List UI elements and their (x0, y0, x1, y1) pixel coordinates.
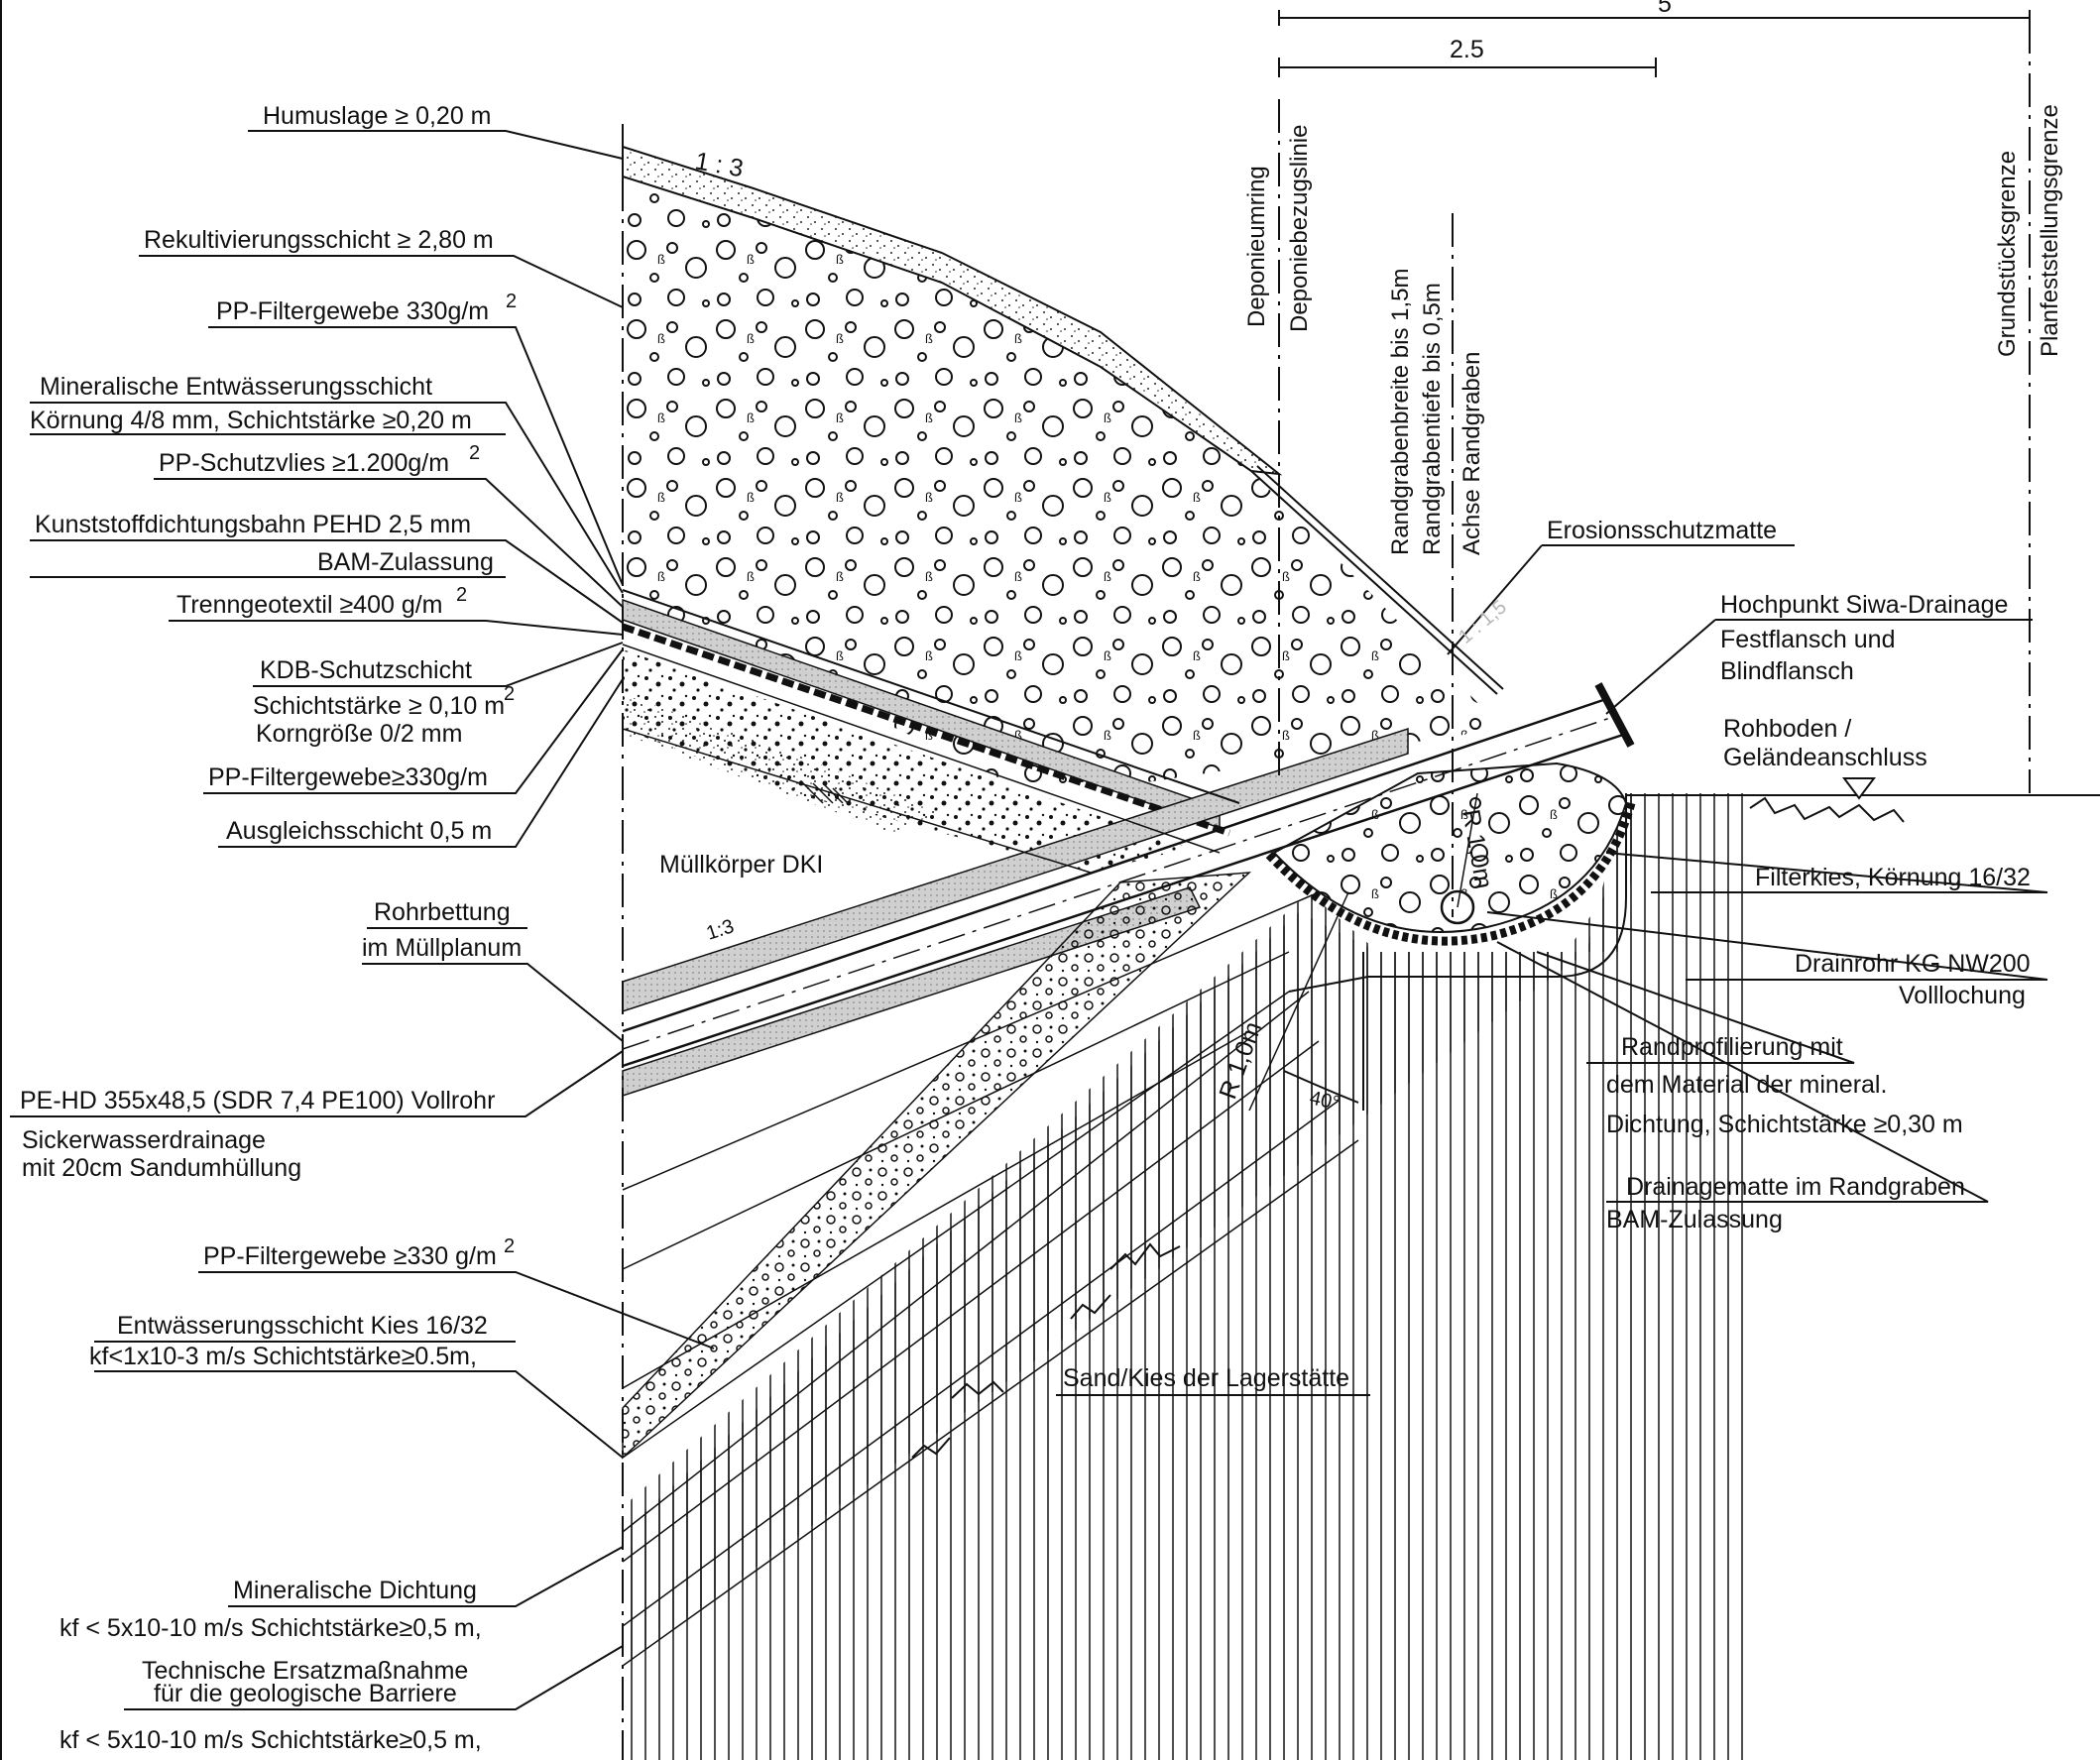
label-grundstuecksgrenze: Grundstücksgrenze (1994, 151, 2021, 357)
label-drainrohr-2: Volllochung (1899, 982, 2026, 1009)
label-rohboden-1: Rohboden / (1723, 715, 1851, 743)
right-label-column: Erosionsschutzmatte Hochpunkt Siwa-Drain… (1547, 517, 2031, 1233)
label-rohrbettung-2: im Müllplanum (362, 934, 522, 962)
label-sicker-2: mit 20cm Sandumhüllung (22, 1154, 301, 1182)
ground-level-marker-icon (1842, 777, 1876, 800)
label-pp-filtergewebe-1-sup: 2 (506, 291, 517, 312)
label-randprofilierung-3: Dichtung, Schichtstärke ≥0,30 m (1606, 1111, 1963, 1138)
trench-drainage-mat (1265, 801, 1636, 946)
label-pp-filtergewebe-3: PP-Filtergewebe ≥330 g/m (203, 1242, 497, 1270)
siwa-pipe-bottom (622, 732, 1627, 1068)
label-festflansch-1: Festflansch und (1720, 626, 1896, 653)
root-marks (911, 796, 1905, 1459)
label-hochpunkt: Hochpunkt Siwa-Drainage (1720, 591, 2008, 619)
dimension-lines (1248, 10, 2031, 1112)
label-humuslage: Humuslage ≥ 0,20 m (263, 102, 492, 130)
label-trenngeotextil: Trenngeotextil ≥400 g/m (176, 591, 443, 619)
label-pp-schutzvlies-sup: 2 (469, 442, 480, 464)
label-trenngeotextil-sup: 2 (456, 584, 467, 606)
reference-lines (622, 20, 2031, 1760)
label-festflansch-2: Blindflansch (1720, 657, 1854, 685)
label-kdb-schutz-2-sup: 2 (504, 683, 515, 705)
dim-2-5: 2.5 (1450, 36, 1484, 63)
label-entwaesserung-kies-2: kf<1x10-3 m/s Schichtstärke≥0.5m, (89, 1343, 477, 1370)
label-muellkoerper: Müllkörper DKI (659, 851, 823, 879)
label-rohrbettung-1: Rohrbettung (374, 898, 511, 926)
label-kdb-2: BAM-Zulassung (317, 548, 494, 576)
label-pp-filtergewebe-2: PP-Filtergewebe≥330g/m (208, 763, 488, 791)
strata-layers (621, 145, 1755, 1760)
label-drainagematte-1: Drainagematte im Randgraben (1626, 1173, 1965, 1201)
label-tech-1: Technische Ersatzmaßnahme (142, 1657, 468, 1685)
label-drainrohr-1: Drainrohr KG NW200 (1795, 950, 2031, 978)
label-pehd: PE-HD 355x48,5 (SDR 7,4 PE100) Vollrohr (20, 1087, 495, 1115)
label-kdb-schutz-1: KDB-Schutzschicht (260, 656, 472, 684)
label-planfeststellungsgrenze: Planfeststellungsgrenze (2037, 104, 2063, 357)
label-kdb-schutz-2: Schichtstärke ≥ 0,10 m (253, 692, 505, 720)
vertical-label-group: Deponieumring Deponiebezugslinie Randgra… (1243, 104, 2063, 555)
label-kdb-schutz-3: Korngröße 0/2 mm (256, 720, 462, 748)
siwa-pipe-axis (622, 715, 1617, 1050)
label-slope-pipe: 1:3 (704, 915, 737, 945)
label-tech-2: für die geologische Barriere (154, 1680, 457, 1707)
recultivation-layer (623, 176, 1503, 798)
label-mineral-dichtung-2: kf < 5x10-10 m/s Schichtstärke≥0,5 m, (59, 1614, 482, 1642)
label-randgrabenbreite: Randgrabenbreite bis 1,5m (1387, 268, 1414, 555)
leveling-layer (623, 649, 1190, 873)
label-randprofilierung-2: dem Material der mineral. (1606, 1071, 1887, 1099)
liner-pehd (621, 623, 1231, 837)
label-drainagematte-2: BAM-Zulassung (1606, 1206, 1783, 1233)
dim-5: 5 (1658, 0, 1672, 18)
label-rohboden-2: Geländeanschluss (1723, 744, 1927, 771)
label-slope-side: 1 : 1,5 (1455, 596, 1511, 648)
left-label-column: Humuslage ≥ 0,20 m Rekultivierungsschich… (20, 102, 522, 1754)
kdb-protection-layer (623, 694, 942, 833)
dimension-labels: 5 2.5 (1450, 0, 1672, 63)
label-sicker-1: Sickerwasserdrainage (22, 1126, 266, 1154)
label-tech-3: kf < 5x10-10 m/s Schichtstärke≥0,5 m, (59, 1726, 482, 1754)
mineral-sealing-main (623, 793, 1755, 1760)
label-ausgleich: Ausgleichsschicht 0,5 m (226, 817, 492, 845)
label-erosionsschutzmatte: Erosionsschutzmatte (1547, 517, 1777, 544)
label-randprofilierung-1: Randprofilierung mit (1621, 1033, 1843, 1061)
pipe-flange (1594, 682, 1635, 748)
label-filterkies: Filterkies, Körnung 16/32 (1755, 864, 2031, 891)
label-pp-filtergewebe-3-sup: 2 (504, 1235, 515, 1257)
label-entwaesserung-kies-1: Entwässerungsschicht Kies 16/32 (117, 1312, 488, 1340)
label-achse-randgraben: Achse Randgraben (1458, 352, 1485, 555)
trench-filter-gravel (1272, 762, 1628, 933)
leader-lines (10, 130, 2048, 1710)
label-mineral-dichtung-1: Mineralische Dichtung (233, 1577, 477, 1604)
label-deponiebezugslinie: Deponiebezugslinie (1286, 125, 1313, 332)
label-pp-schutzvlies: PP-Schutzvlies ≥1.200g/m (159, 449, 449, 477)
label-rekultivierung: Rekultivierungsschicht ≥ 2,80 m (144, 226, 494, 254)
label-mineral-entwaesserung-2: Körnung 4/8 mm, Schichtstärke ≥0,20 m (30, 407, 472, 434)
label-pp-filtergewebe-1: PP-Filtergewebe 330g/m (216, 297, 489, 325)
label-deponieumring: Deponieumring (1243, 166, 1270, 327)
label-kdb-1: Kunststoffdichtungsbahn PEHD 2,5 mm (35, 511, 471, 538)
label-sand-kies: Sand/Kies der Lagerstätte (1063, 1364, 1349, 1392)
label-mineral-entwaesserung-1: Mineralische Entwässerungsschicht (40, 373, 432, 401)
label-randgrabentiefe: Randgrabentiefe bis 0,5m (1419, 283, 1446, 555)
siwa-pipe-top (622, 697, 1607, 1033)
waste-hatch (802, 782, 849, 804)
